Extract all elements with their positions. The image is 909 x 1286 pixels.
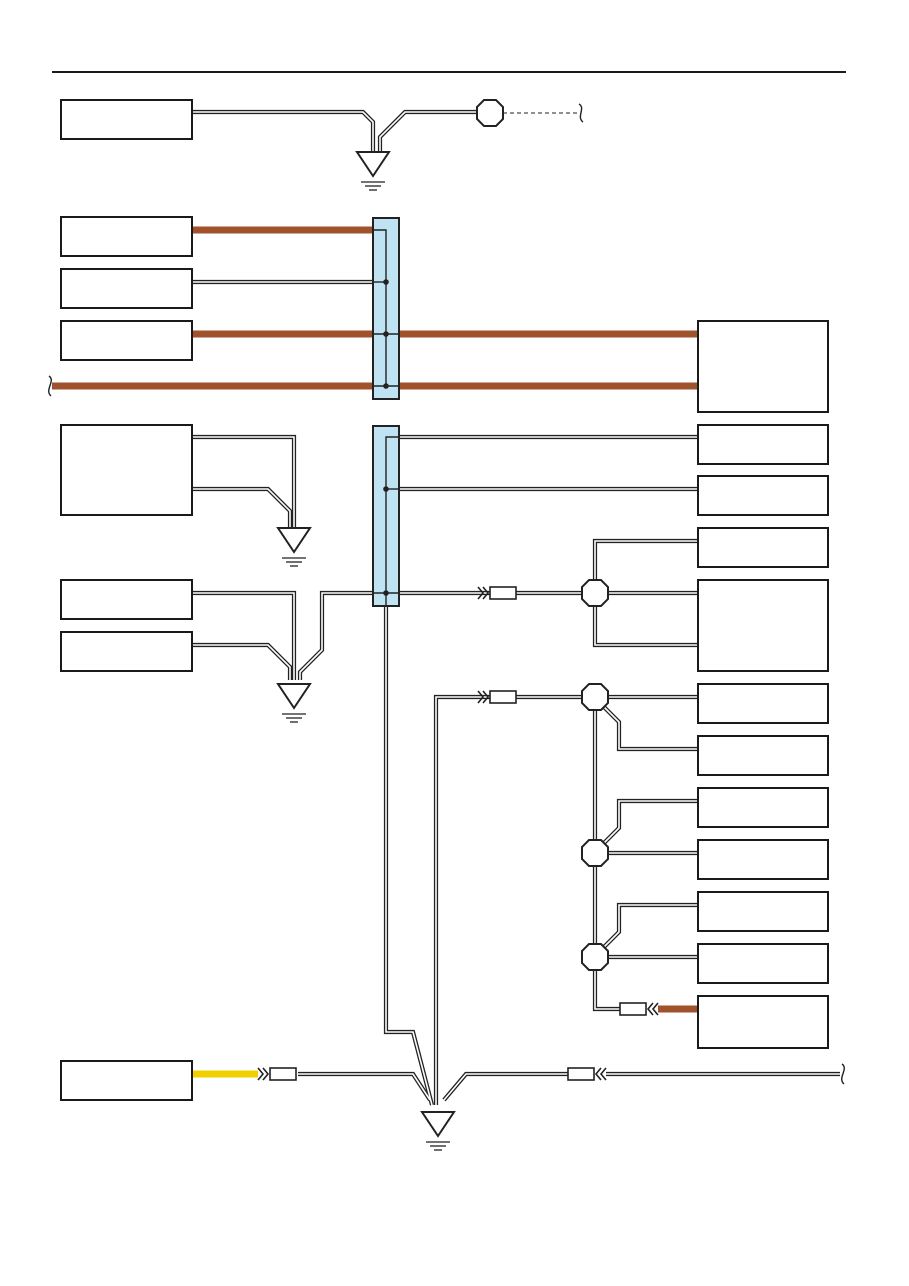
connector-icon — [257, 1067, 297, 1081]
component-box — [60, 99, 193, 140]
power-wires — [52, 226, 698, 1013]
component-box — [60, 216, 193, 257]
splice-icon — [476, 99, 504, 127]
component-box — [60, 424, 193, 516]
component-box — [697, 787, 829, 828]
component-box — [60, 579, 193, 620]
component-box — [697, 943, 829, 984]
component-box — [697, 475, 829, 516]
splice-icon — [581, 839, 609, 867]
splice-icon — [581, 683, 609, 711]
component-box — [697, 995, 829, 1049]
component-box — [60, 268, 193, 309]
break-icon — [48, 375, 52, 397]
component-boxes — [60, 99, 829, 1101]
ground-icon — [421, 1111, 455, 1151]
connector-icon — [477, 690, 517, 704]
connector-icon — [477, 586, 517, 600]
component-box — [697, 579, 829, 672]
component-box — [697, 839, 829, 880]
ground-icon — [277, 527, 311, 567]
splice-icon — [581, 943, 609, 971]
component-box — [60, 631, 193, 672]
component-box — [697, 735, 829, 776]
signal-wires — [192, 109, 840, 1106]
component-box — [697, 527, 829, 568]
component-box — [697, 320, 829, 413]
ground-icon — [356, 151, 390, 191]
junction-block-2 — [372, 425, 400, 607]
component-box — [60, 320, 193, 361]
component-box — [60, 1060, 193, 1101]
break-icon — [841, 1063, 845, 1085]
break-icon — [578, 103, 584, 123]
junction-block-1 — [372, 217, 400, 400]
connector-icon — [619, 1002, 659, 1016]
component-box — [697, 891, 829, 932]
component-box — [697, 683, 829, 724]
splice-icon — [581, 579, 609, 607]
ground-icon — [277, 683, 311, 723]
connector-icon — [567, 1067, 607, 1081]
component-box — [697, 424, 829, 465]
